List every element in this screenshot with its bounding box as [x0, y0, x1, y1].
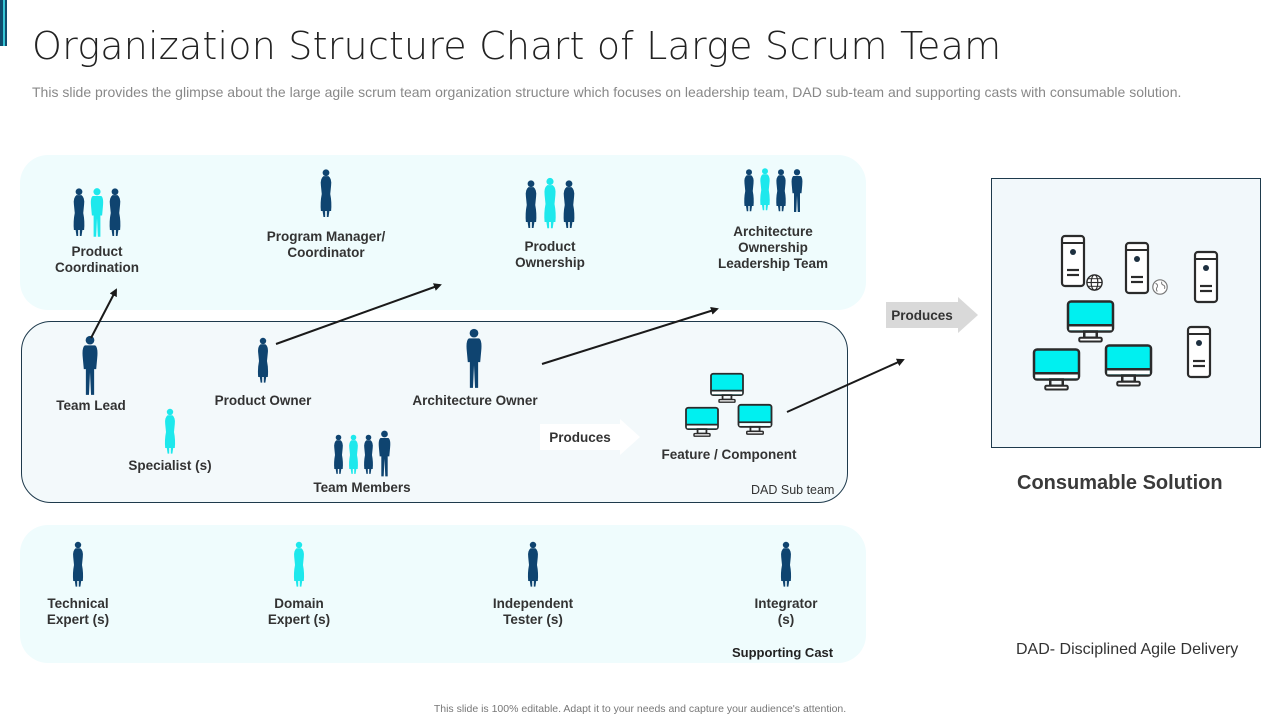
- server-tower-icon: [1193, 248, 1219, 306]
- consumable-solution-title: Consumable Solution: [1017, 472, 1223, 494]
- role-team-lead: Team Lead: [56, 398, 126, 413]
- page-subtitle: This slide provides the glimpse about th…: [32, 84, 1182, 100]
- person-icon: [463, 328, 485, 390]
- footer-note: This slide is 100% editable. Adapt it to…: [433, 703, 847, 715]
- monitor-icon: [1103, 343, 1154, 388]
- page-title: Organization Structure Chart of Large Sc…: [32, 24, 1002, 68]
- person-icon: [79, 335, 101, 397]
- group-of-three-people-icon: [523, 177, 578, 231]
- consumable-solution-box: [991, 178, 1261, 448]
- produces-arrow-feature: Produces: [540, 419, 640, 455]
- group-of-three-people-icon: [71, 187, 124, 239]
- role-integrator: Integrator(s): [754, 596, 818, 627]
- globe-icon: [1086, 274, 1103, 291]
- feature-component-label: Feature / Component: [661, 447, 797, 462]
- person-icon: [161, 408, 179, 456]
- person-icon: [525, 538, 541, 592]
- monitor-icon: [736, 403, 774, 436]
- earth-icon: [1152, 279, 1168, 295]
- monitor-icon: [684, 406, 720, 438]
- group-of-four-people-icon: [742, 166, 805, 214]
- leadership-team-panel: [20, 155, 866, 310]
- monitor-icon: [1065, 299, 1116, 344]
- person-icon: [255, 335, 271, 387]
- dad-sub-team-tag: DAD Sub team: [751, 483, 835, 497]
- accent-bar: [0, 0, 9, 46]
- dad-definition: DAD- Disciplined Agile Delivery: [1016, 641, 1239, 658]
- monitor-icon: [1031, 347, 1082, 392]
- person-icon: [778, 538, 794, 592]
- dad-sub-team-panel: [21, 321, 848, 503]
- person-icon: [291, 538, 307, 592]
- server-tower-icon: [1186, 323, 1212, 381]
- person-icon: [70, 538, 86, 592]
- role-product-owner: Product Owner: [214, 393, 312, 408]
- role-team-members: Team Members: [313, 480, 411, 495]
- server-tower-icon: [1124, 239, 1150, 297]
- group-of-four-people-icon: [332, 430, 393, 478]
- server-tower-icon: [1060, 233, 1086, 289]
- monitor-icon: [709, 372, 745, 404]
- role-architecture-owner: Architecture Owner: [412, 393, 538, 408]
- supporting-cast-tag: Supporting Cast: [732, 645, 834, 660]
- person-icon: [318, 165, 335, 223]
- role-program-manager: Program Manager/Coordinator: [266, 229, 386, 260]
- role-specialist: Specialist (s): [128, 458, 212, 473]
- supporting-cast-panel: [20, 525, 866, 663]
- produces-arrow-solution: Produces: [886, 297, 978, 333]
